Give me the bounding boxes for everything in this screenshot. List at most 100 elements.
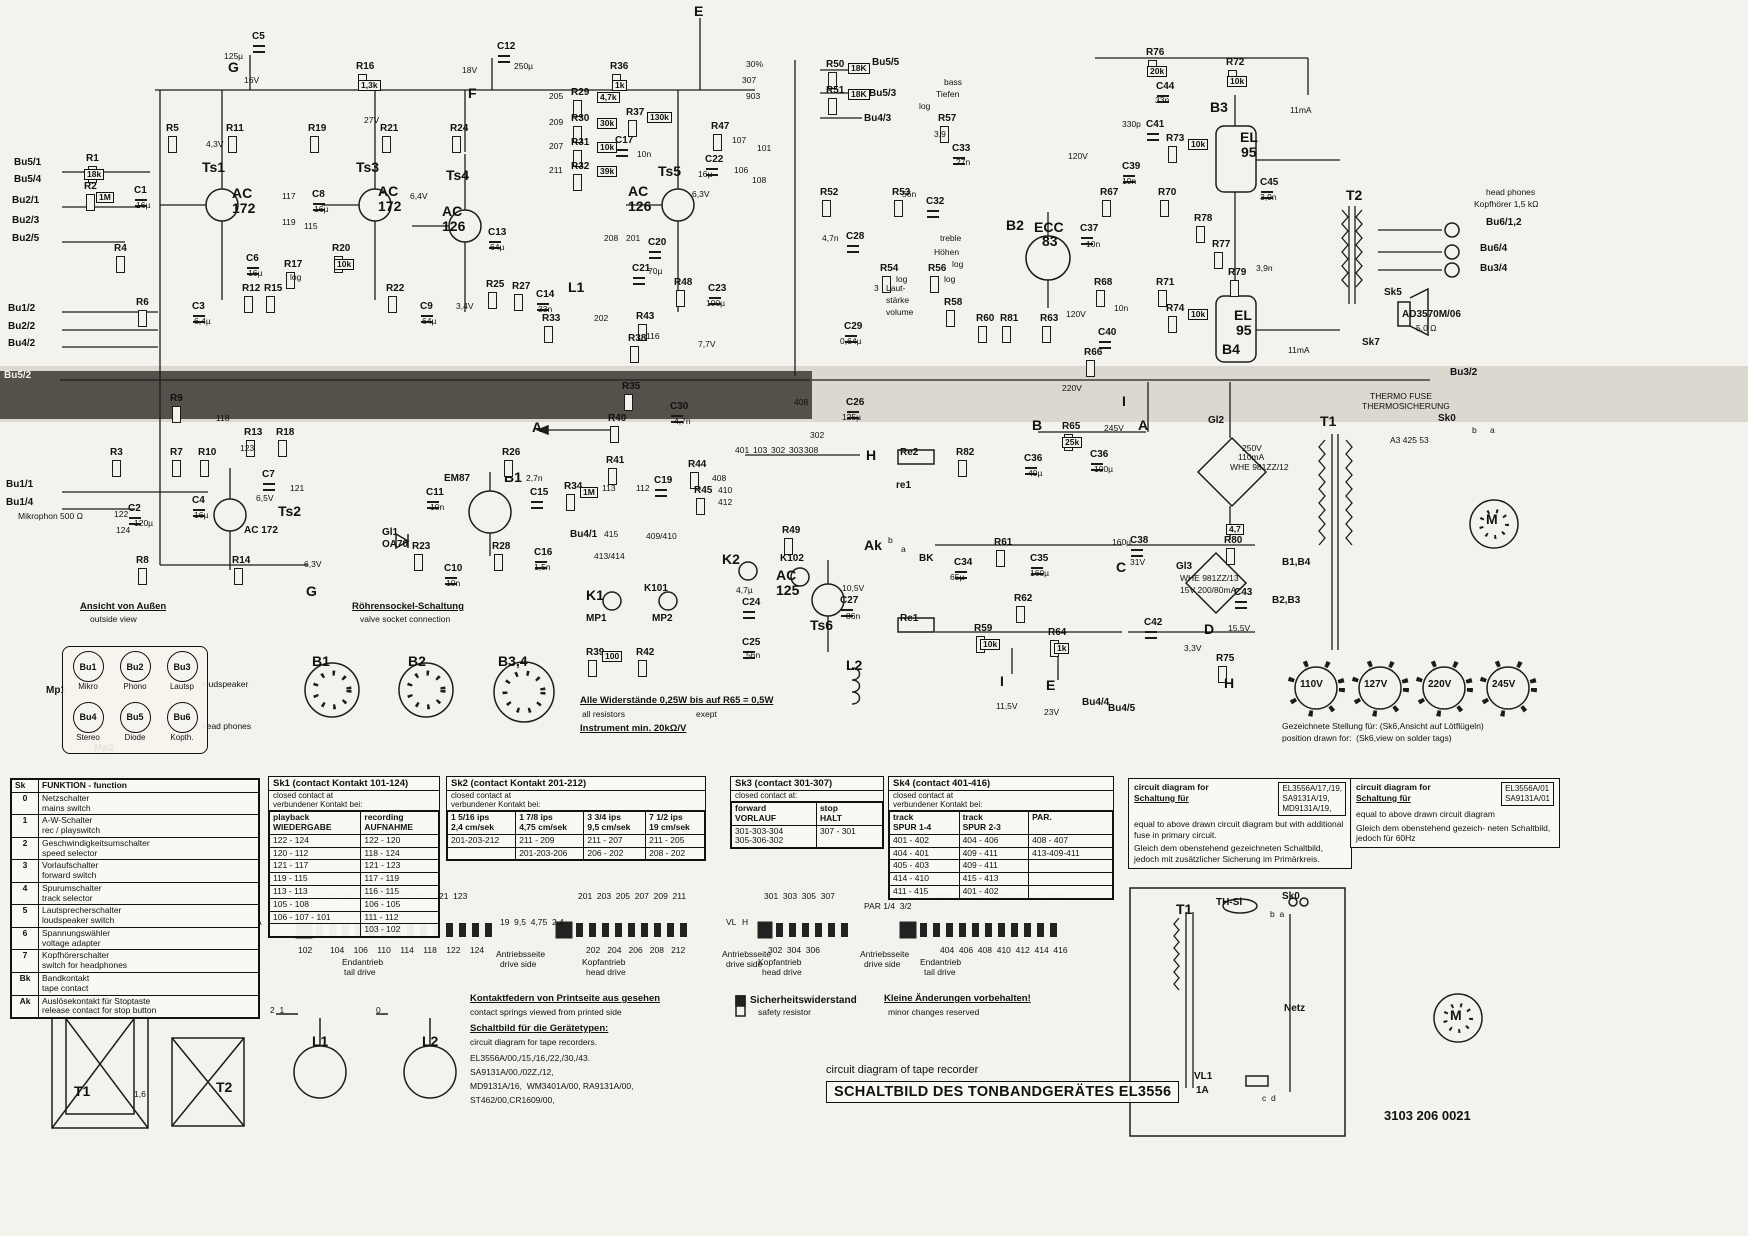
voltage-wheel-220-spokes xyxy=(1415,659,1473,717)
socket-circle-bu1: Bu1 xyxy=(72,651,104,682)
valve-socket-b2-pins xyxy=(406,670,446,710)
note1-text-en: equal to above drawn circuit diagram but… xyxy=(1134,819,1344,840)
table-cell: Vorlaufschalter forward switch xyxy=(38,859,259,883)
strip-sk2-actuator xyxy=(555,921,573,939)
socket-circle-bu5: Bu5 xyxy=(119,701,151,733)
mains-transformer-hatch xyxy=(51,999,149,1129)
rectifier-gl3 xyxy=(1184,551,1248,615)
voltage-wheel-245 xyxy=(1486,666,1530,710)
sk2-table: Sk2 (contact Kontakt 201-212) closed con… xyxy=(446,776,706,862)
table-cell: 401 - 402 xyxy=(958,884,1030,899)
thermal-fuse-symbol xyxy=(1222,898,1258,914)
wire-power-box xyxy=(1173,912,1291,1092)
table-cell: 105 - 108 xyxy=(268,897,362,912)
wire-transformer-t1 xyxy=(1318,434,1353,650)
relay-re1 xyxy=(897,617,935,633)
voltage-wheel-245-spokes xyxy=(1479,659,1537,717)
table-cell: 1 xyxy=(11,814,39,838)
socket-circle-bu6: Bu6 xyxy=(166,701,198,733)
note2-text-de: Gleich dem obenstehend gezeich- neten Sc… xyxy=(1356,822,1551,844)
socket-circle-bu2: Bu2 xyxy=(119,651,151,682)
socket-circle-bu4: Bu4 xyxy=(72,701,104,733)
table-cell: 404 - 401 xyxy=(889,846,960,861)
motor-symbol-winding xyxy=(1479,509,1509,539)
motor-symbol-bottom-winding xyxy=(1443,1003,1473,1033)
sk3-table: Sk3 (contact 301-307) closed contact at:… xyxy=(730,776,884,850)
table-cell: 4 xyxy=(11,881,39,906)
motor-symbol-bottom xyxy=(1433,993,1483,1043)
column-header: PAR. xyxy=(1028,811,1113,835)
head-k1 xyxy=(602,591,622,611)
table-cell: 111 - 112 xyxy=(360,910,439,925)
table-cell: A-W-Schalter rec / playswitch xyxy=(38,814,259,838)
column-header: 3 3/4 ips 9,5 cm/sek xyxy=(583,811,647,835)
table-cell xyxy=(1028,872,1113,886)
output-transformer-hatch xyxy=(171,1037,245,1127)
socket-caption-bu6: Kopth. xyxy=(170,732,194,742)
table-cell: 211 - 209 xyxy=(515,833,585,848)
table-cell: Lautsprecherschalter loudspeaker switch xyxy=(38,904,259,928)
sk4-table: Sk4 (contact 401-416) closed contact at … xyxy=(888,776,1114,900)
column-header: playback WIEDERGABE xyxy=(268,811,362,835)
table-cell: 307 - 301 xyxy=(815,824,884,849)
safety-resistor-icon-fill xyxy=(735,995,746,1007)
table-cell xyxy=(1028,884,1113,899)
table-cell xyxy=(268,923,362,938)
output-transformer-drawing xyxy=(171,1037,245,1127)
relay-re2 xyxy=(897,449,935,465)
table-cell: Netzschalter mains switch xyxy=(38,791,259,816)
component-symbols xyxy=(51,125,1537,1137)
voltage-wheel-110-spokes xyxy=(1287,659,1345,717)
part-number: 3103 206 0021 xyxy=(1384,1108,1471,1123)
note2-text-en: equal to above drawn circuit diagram xyxy=(1356,809,1495,819)
transistor-ts5 xyxy=(661,188,695,222)
head-k101 xyxy=(658,591,678,611)
circuit-wires xyxy=(60,18,1442,1092)
column-header: FUNKTION - function xyxy=(38,779,259,793)
table-cell: 211 - 207 xyxy=(583,833,647,848)
scan-smudge-dark xyxy=(0,371,812,419)
table-cell xyxy=(446,846,517,861)
table-cell xyxy=(1028,859,1113,874)
table-cell: 201-203-206 xyxy=(515,846,585,861)
socket-circle-bu3: Bu3 xyxy=(166,651,198,682)
coil-l1-drawing xyxy=(293,1045,347,1099)
wire-transformer-t2 xyxy=(1341,206,1363,304)
headphone-jack-3 xyxy=(1444,262,1460,278)
table-cell: 116 - 115 xyxy=(360,884,439,899)
tube-b2 xyxy=(1025,235,1071,281)
table-cell: 117 - 119 xyxy=(360,872,439,886)
table-row: 103 - 102 xyxy=(268,923,439,938)
transistor-ts6 xyxy=(811,583,845,617)
table-cell: 404 - 406 xyxy=(958,833,1030,848)
note2-types: EL3556A/01 SA9131A/01 xyxy=(1501,782,1554,806)
note-box-fuse-variant: circuit diagram for Schaltung für EL3556… xyxy=(1128,778,1352,869)
table-cell: Auslösekontakt für Stoptaste release con… xyxy=(38,994,259,1019)
sk1-subtitle: closed contact at verbundener Kontakt be… xyxy=(269,791,439,812)
table-cell: 122 - 124 xyxy=(268,833,362,848)
column-header: recording AUFNAHME xyxy=(360,811,439,835)
sk3-subtitle: closed contact at: xyxy=(731,791,883,803)
table-cell: 3 xyxy=(11,859,39,883)
rectifier-gl2 xyxy=(1196,436,1268,508)
table-cell: 7 xyxy=(11,949,39,974)
valve-socket-b1 xyxy=(304,662,360,718)
arrow-a xyxy=(535,424,549,436)
table-cell: 0 xyxy=(11,791,39,816)
